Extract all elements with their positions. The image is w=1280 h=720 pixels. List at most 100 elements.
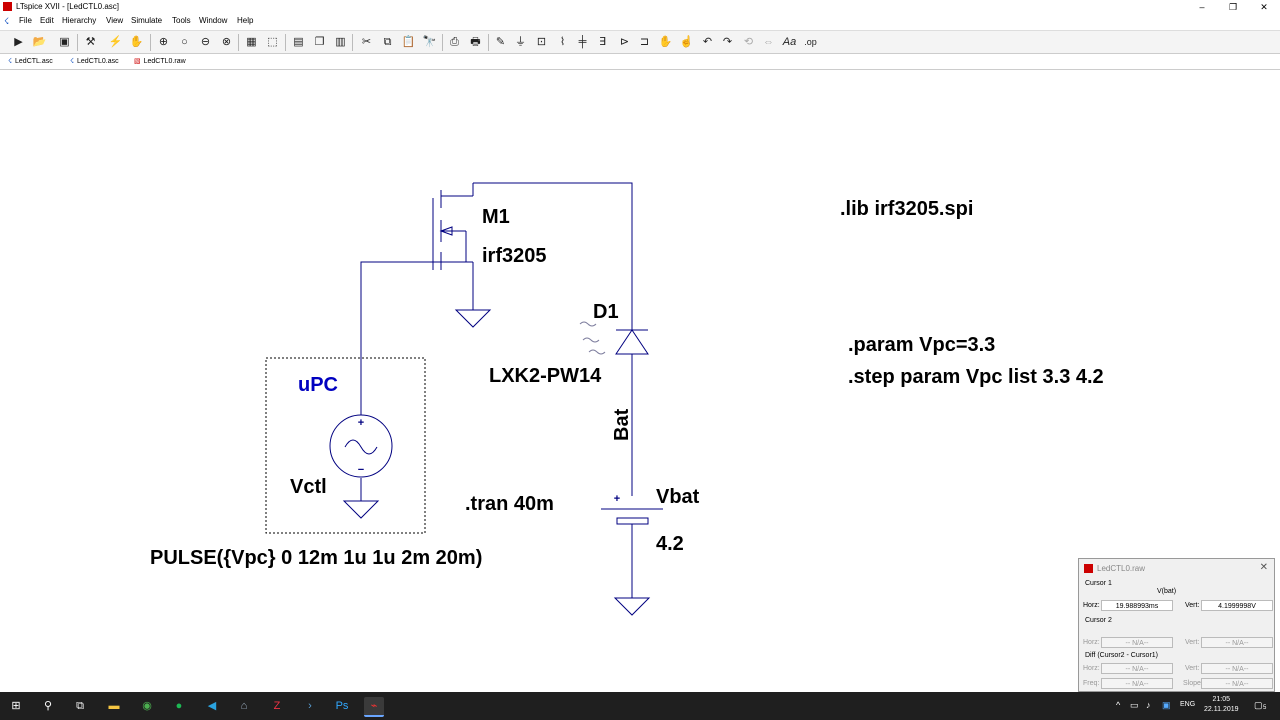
battery-value-label[interactable]: 4.2 <box>656 533 684 555</box>
capacitor-icon[interactable]: ╪ <box>578 36 587 48</box>
diff-vert-value[interactable]: -- N/A-- <box>1201 663 1273 674</box>
ground-vbat[interactable] <box>613 597 651 616</box>
close-button[interactable]: ✕ <box>1260 2 1268 12</box>
voltage-source-vctl-symbol[interactable] <box>329 414 393 478</box>
diff-horz-value[interactable]: -- N/A-- <box>1101 663 1173 674</box>
menu-window[interactable]: Window <box>199 16 228 25</box>
zoom-selection-icon[interactable]: ⬚ <box>267 36 278 48</box>
ground-symbols[interactable] <box>342 309 651 616</box>
lib-directive[interactable]: .lib irf3205.spi <box>840 198 973 220</box>
tile-vertical-icon[interactable]: ▥ <box>335 36 346 48</box>
ground-mosfet[interactable] <box>454 309 492 328</box>
windows-start-icon[interactable]: ⊞ <box>11 700 21 712</box>
upc-block-label[interactable]: uPC <box>298 374 338 396</box>
cursor2-horz-value[interactable]: -- N/A-- <box>1101 637 1173 648</box>
mosfet-model-label[interactable]: irf3205 <box>482 245 547 267</box>
mosfet-m1-symbol[interactable] <box>432 183 474 270</box>
redo-icon[interactable]: ↷ <box>722 36 733 48</box>
menu-file[interactable]: File <box>19 16 32 25</box>
task-view-icon[interactable]: ⧉ <box>76 700 84 712</box>
spice-directive-icon[interactable]: .op <box>804 37 817 47</box>
telegram-icon[interactable]: ◀ <box>207 700 217 712</box>
pan-icon[interactable]: ✋ <box>129 36 144 48</box>
search-icon[interactable]: ⚲ <box>43 700 53 712</box>
menu-help[interactable]: Help <box>237 16 254 25</box>
component-icon[interactable]: ⊐ <box>639 36 650 48</box>
draw-wire-icon[interactable]: ✎ <box>495 36 506 48</box>
file-explorer-icon[interactable]: ▬ <box>108 700 120 712</box>
freq-value[interactable]: -- N/A-- <box>1101 678 1173 689</box>
powershell-icon[interactable]: › <box>308 700 312 712</box>
print-setup-icon[interactable]: ⎙ <box>450 36 459 48</box>
slope-value[interactable]: -- N/A-- <box>1201 678 1273 689</box>
photoshop-icon[interactable]: Ps <box>335 700 349 712</box>
save-icon[interactable]: ▣ <box>59 36 70 48</box>
find-icon[interactable]: 🔭 <box>422 36 437 48</box>
battery-vbat-symbol[interactable] <box>601 508 663 525</box>
tab-ledctl0-raw[interactable]: ▧LedCTL0.raw <box>134 57 186 65</box>
ground-icon[interactable]: ⏚ <box>515 36 526 48</box>
upc-block[interactable] <box>265 357 426 534</box>
tray-app-icon[interactable]: ▣ <box>1162 700 1171 710</box>
zoom-cancel-icon[interactable]: ⊗ <box>221 36 232 48</box>
menu-view[interactable]: View <box>106 16 124 25</box>
open-icon[interactable]: 📂 <box>32 36 47 48</box>
menu-simulate[interactable]: Simulate <box>131 16 163 25</box>
source-value-label[interactable]: PULSE({Vpc} 0 12m 1u 1u 2m 20m) <box>150 547 482 569</box>
print-icon[interactable]: 🖶 <box>470 36 481 48</box>
diode-model-label[interactable]: LXK2-PW14 <box>489 365 602 387</box>
wire-gate-to-source[interactable] <box>360 261 441 415</box>
document-menu-icon[interactable]: ☇ <box>4 16 10 26</box>
ltspice-icon[interactable]: ⌁ <box>364 697 384 717</box>
inductor-icon[interactable]: ∃ <box>599 36 606 48</box>
cut-icon[interactable]: ✂ <box>361 36 372 48</box>
step-directive[interactable]: .step param Vpc list 3.3 4.2 <box>848 366 1104 388</box>
ground-vctl[interactable] <box>342 500 380 519</box>
tray-network-icon[interactable]: ▭ <box>1130 700 1139 710</box>
param-directive[interactable]: .param Vpc=3.3 <box>848 334 995 356</box>
tray-clock[interactable]: 21:05 22.11.2019 <box>1204 695 1239 715</box>
menu-hierarchy[interactable]: Hierarchy <box>62 16 97 25</box>
net-label-bat[interactable]: Bat <box>611 408 633 441</box>
network-app-icon[interactable]: ⌂ <box>240 700 248 712</box>
schematic-canvas[interactable] <box>0 70 1280 680</box>
autorange-icon[interactable]: ▦ <box>246 36 257 48</box>
halt-icon[interactable]: ⚡ <box>108 36 123 48</box>
tab-ledctl0-asc[interactable]: ☇LedCTL0.asc <box>70 57 119 65</box>
source-name-label[interactable]: Vctl <box>290 476 327 498</box>
cursor-panel-close-button[interactable]: ✕ <box>1259 562 1268 573</box>
cursor-panel[interactable]: LedCTL0.raw ✕ Cursor 1 V(bat) Horz: 19.9… <box>1078 558 1275 692</box>
cursor1-vert-value[interactable]: 4.1999998V <box>1201 600 1273 611</box>
copy-icon[interactable]: ⧉ <box>383 36 392 48</box>
zoom-out-icon[interactable]: ⊖ <box>200 36 211 48</box>
rotate-icon[interactable]: ⟲ <box>743 36 754 48</box>
maximize-button[interactable]: ❐ <box>1228 2 1238 12</box>
wire-drain-to-diode[interactable] <box>473 182 633 330</box>
resistor-icon[interactable]: ⌇ <box>559 36 566 48</box>
spotify-icon[interactable]: ● <box>175 700 183 712</box>
zoom-in-icon[interactable]: ⊕ <box>158 36 169 48</box>
tran-directive[interactable]: .tran 40m <box>465 493 554 515</box>
run-icon[interactable]: ▶ <box>14 36 23 48</box>
wires[interactable] <box>360 182 633 598</box>
chrome-icon[interactable]: ◉ <box>142 700 152 712</box>
cascade-icon[interactable]: ❐ <box>314 36 325 48</box>
cursor1-horz-value[interactable]: 19.988993ms <box>1101 600 1173 611</box>
control-panel-icon[interactable]: ⚒ <box>85 36 96 48</box>
move-icon[interactable]: ✋ <box>658 36 673 48</box>
text-icon[interactable]: Aa <box>782 36 797 48</box>
paste-icon[interactable]: 📋 <box>401 36 416 48</box>
mosfet-name-label[interactable]: M1 <box>482 206 510 228</box>
diode-name-label[interactable]: D1 <box>593 301 619 323</box>
label-net-icon[interactable]: ⊡ <box>536 36 547 48</box>
drag-icon[interactable]: ☝ <box>679 36 694 48</box>
tile-horizontal-icon[interactable]: ▤ <box>293 36 304 48</box>
undo-icon[interactable]: ↶ <box>702 36 713 48</box>
notification-icon[interactable]: ▢ <box>1254 700 1263 710</box>
filezilla-icon[interactable]: Z <box>273 700 281 712</box>
minimize-button[interactable]: – <box>1199 2 1205 12</box>
tray-chevron-icon[interactable]: ^ <box>1116 700 1121 710</box>
mirror-icon[interactable]: ⇔ <box>763 36 774 48</box>
zoom-full-icon[interactable]: ○ <box>181 36 188 48</box>
diode-d1-symbol[interactable] <box>579 321 649 355</box>
